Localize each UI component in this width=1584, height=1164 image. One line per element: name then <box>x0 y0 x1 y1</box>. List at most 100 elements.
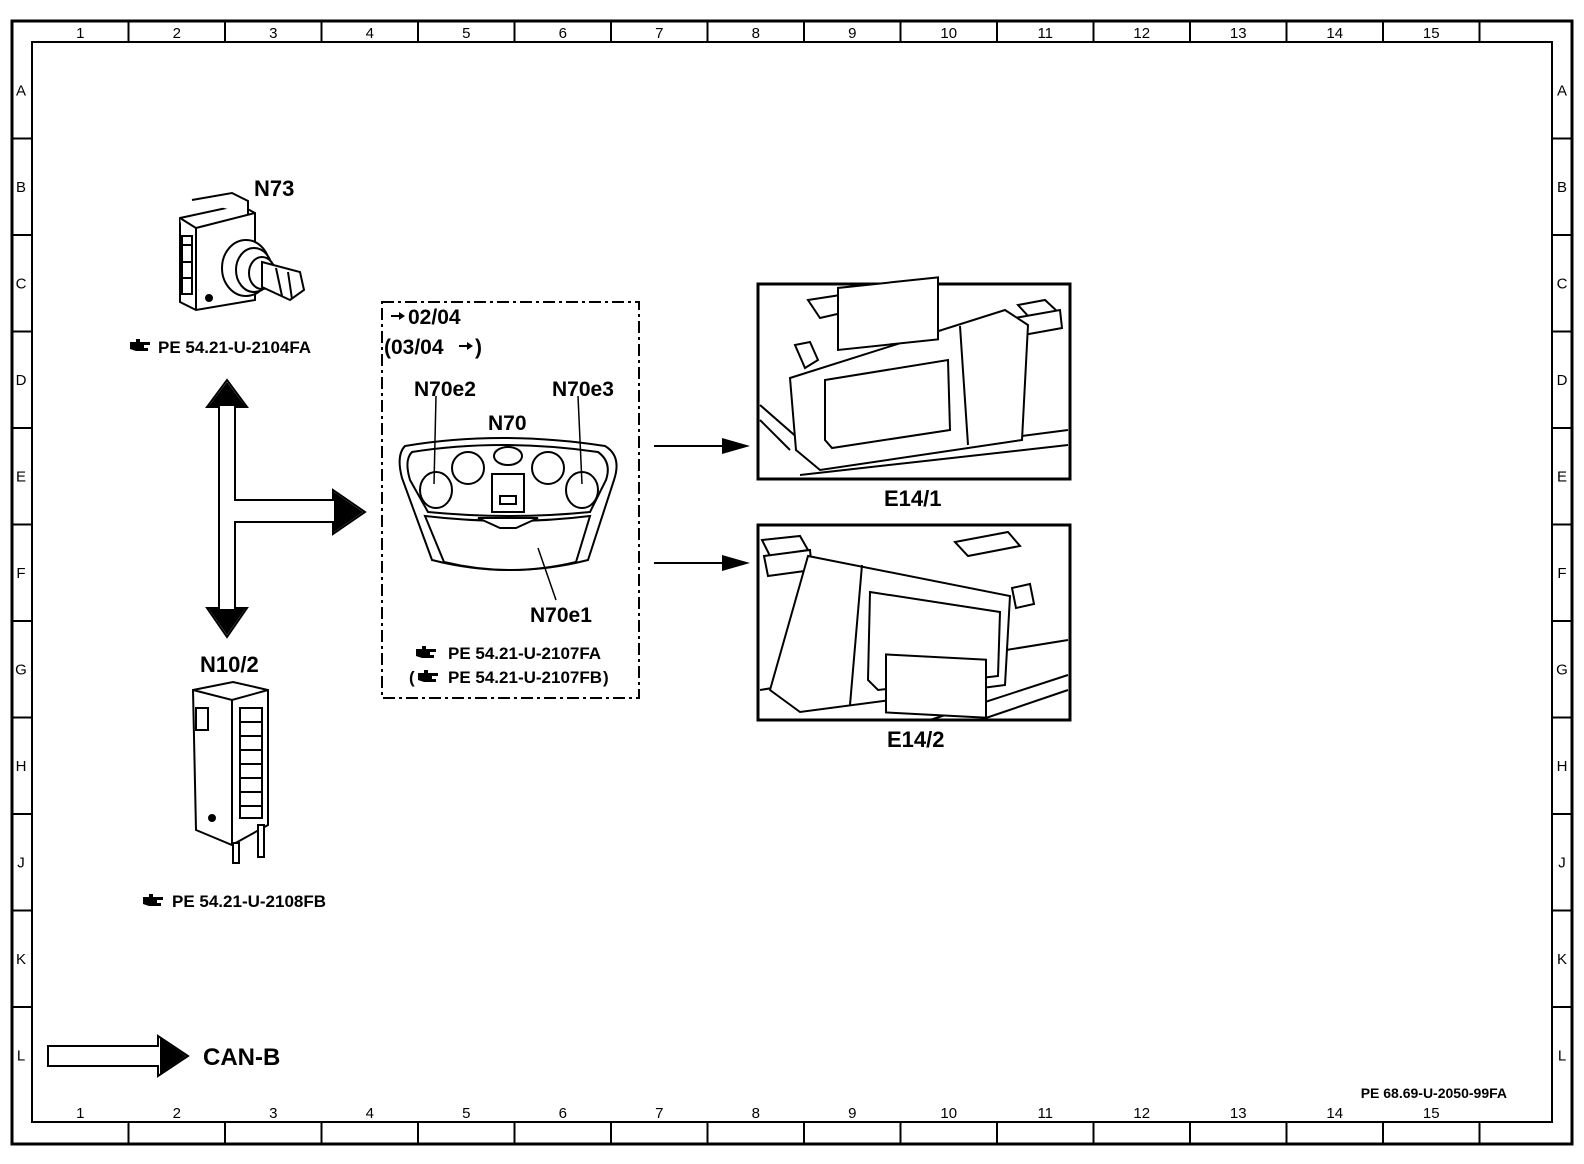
n73-switch-drawing <box>179 191 306 312</box>
column-label-bottom: 4 <box>366 1105 374 1122</box>
row-label-right: K <box>1557 951 1567 968</box>
n70-label: N70 <box>488 412 527 435</box>
n70e1-leader <box>537 547 557 601</box>
column-label-bottom: 3 <box>269 1105 277 1122</box>
column-label-bottom: 14 <box>1326 1105 1343 1122</box>
e14-2-visor-drawing <box>759 530 1069 721</box>
n70e2-leader <box>433 395 437 485</box>
ruler-ticks <box>12 21 1572 1144</box>
n70-ref1-text: PE 54.21-U-2107FA <box>448 644 601 663</box>
row-label-left: J <box>17 854 25 871</box>
row-label-left: H <box>16 758 27 775</box>
row-label-left: D <box>16 372 27 389</box>
row-label-right: H <box>1557 758 1568 775</box>
column-label-bottom: 2 <box>173 1105 181 1122</box>
row-label-right: G <box>1556 661 1568 678</box>
n10-2-ref-text: PE 54.21-U-2108FB <box>172 892 326 911</box>
document-id: PE 68.69-U-2050-99FA <box>1361 1085 1507 1101</box>
column-label-top: 2 <box>173 25 181 42</box>
column-label-top: 6 <box>559 25 567 42</box>
n70e3-label: N70e3 <box>552 378 614 401</box>
pointing-hand-icon <box>130 339 150 351</box>
row-label-left: K <box>16 951 26 968</box>
column-label-bottom: 5 <box>462 1105 470 1122</box>
row-label-left: B <box>16 179 26 196</box>
column-label-top: 12 <box>1133 25 1150 42</box>
n10-2-label: N10/2 <box>200 652 259 677</box>
row-label-right: J <box>1558 854 1566 871</box>
column-label-top: 3 <box>269 25 277 42</box>
column-label-top: 7 <box>655 25 663 42</box>
column-label-bottom: 8 <box>752 1105 760 1122</box>
column-label-top: 8 <box>752 25 760 42</box>
e14-1-visor-drawing <box>759 276 1069 476</box>
svg-text:): ) <box>475 336 482 359</box>
column-label-top: 13 <box>1230 25 1247 42</box>
n70-ref-2: ( PE 54.21-U-2107FB ) <box>409 668 609 687</box>
row-label-left: C <box>16 275 27 292</box>
n73-label: N73 <box>254 176 294 201</box>
component-n10-2: N10/2 PE 54.21-U-2108FB <box>143 652 326 911</box>
row-label-right: B <box>1557 179 1567 196</box>
pointing-hand-icon <box>143 894 163 906</box>
column-label-bottom: 15 <box>1423 1105 1440 1122</box>
svg-text:(: ( <box>409 668 415 687</box>
n73-ref: PE 54.21-U-2104FA <box>130 338 311 357</box>
e14-1-label: E14/1 <box>884 486 942 511</box>
column-label-top: 1 <box>76 25 84 42</box>
column-label-bottom: 6 <box>559 1105 567 1122</box>
n70-version-from: 02/04 <box>391 306 461 329</box>
n70-panel-drawing <box>398 437 618 571</box>
can-b-legend-arrow <box>47 1034 190 1078</box>
column-label-top: 4 <box>366 25 374 42</box>
row-label-left: A <box>16 82 26 99</box>
n73-ref-text: PE 54.21-U-2104FA <box>158 338 311 357</box>
legend-can-b-label: CAN-B <box>203 1044 280 1071</box>
column-label-top: 9 <box>848 25 856 42</box>
arrow-right-icon <box>467 342 473 350</box>
n10-2-module-drawing <box>191 680 269 864</box>
pointing-hand-icon <box>418 670 438 682</box>
row-label-right: E <box>1557 468 1567 485</box>
n70e2-label: N70e2 <box>414 378 476 401</box>
n10-2-ref: PE 54.21-U-2108FB <box>143 892 326 911</box>
can-b-arrow <box>205 378 367 639</box>
can-b-connection-arrows <box>205 378 367 639</box>
column-label-bottom: 10 <box>940 1105 957 1122</box>
e14-2-label: E14/2 <box>887 727 945 752</box>
outer-border <box>10 19 1574 1146</box>
component-n73: N73 PE 54.21-U-2104FA <box>130 176 311 357</box>
column-label-top: 11 <box>1037 25 1053 42</box>
column-label-bottom: 1 <box>76 1105 84 1122</box>
component-e14-1: E14/1 <box>756 276 1072 511</box>
row-label-left: E <box>16 468 26 485</box>
n70-ref-1: PE 54.21-U-2107FA <box>416 644 601 663</box>
component-n70: 02/04 (03/04 ) N70e2 N70e3 N70 N70e1 <box>381 301 640 699</box>
row-label-left: L <box>17 1047 25 1064</box>
inner-border <box>31 41 1553 1123</box>
n70-ref2-text: PE 54.21-U-2107FB <box>448 668 602 687</box>
column-label-top: 10 <box>940 25 957 42</box>
n70e3-leader <box>577 395 583 485</box>
column-label-bottom: 12 <box>1133 1105 1150 1122</box>
row-label-right: C <box>1557 275 1568 292</box>
n70-to-e14-arrows <box>654 438 750 571</box>
column-label-bottom: 7 <box>655 1105 663 1122</box>
legend-can-b: CAN-B <box>47 1034 280 1078</box>
column-label-top: 15 <box>1423 25 1440 42</box>
n70-version-until: (03/04 ) <box>384 336 482 359</box>
column-label-bottom: 13 <box>1230 1105 1247 1122</box>
component-e14-2: E14/2 <box>756 523 1072 752</box>
row-label-left: G <box>15 661 27 678</box>
n70-version-until-text: (03/04 <box>384 336 444 359</box>
column-label-bottom: 9 <box>848 1105 856 1122</box>
row-label-right: D <box>1557 372 1568 389</box>
n70-version-box <box>381 301 640 699</box>
column-label-top: 5 <box>462 25 470 42</box>
n70e1-label: N70e1 <box>530 604 592 627</box>
